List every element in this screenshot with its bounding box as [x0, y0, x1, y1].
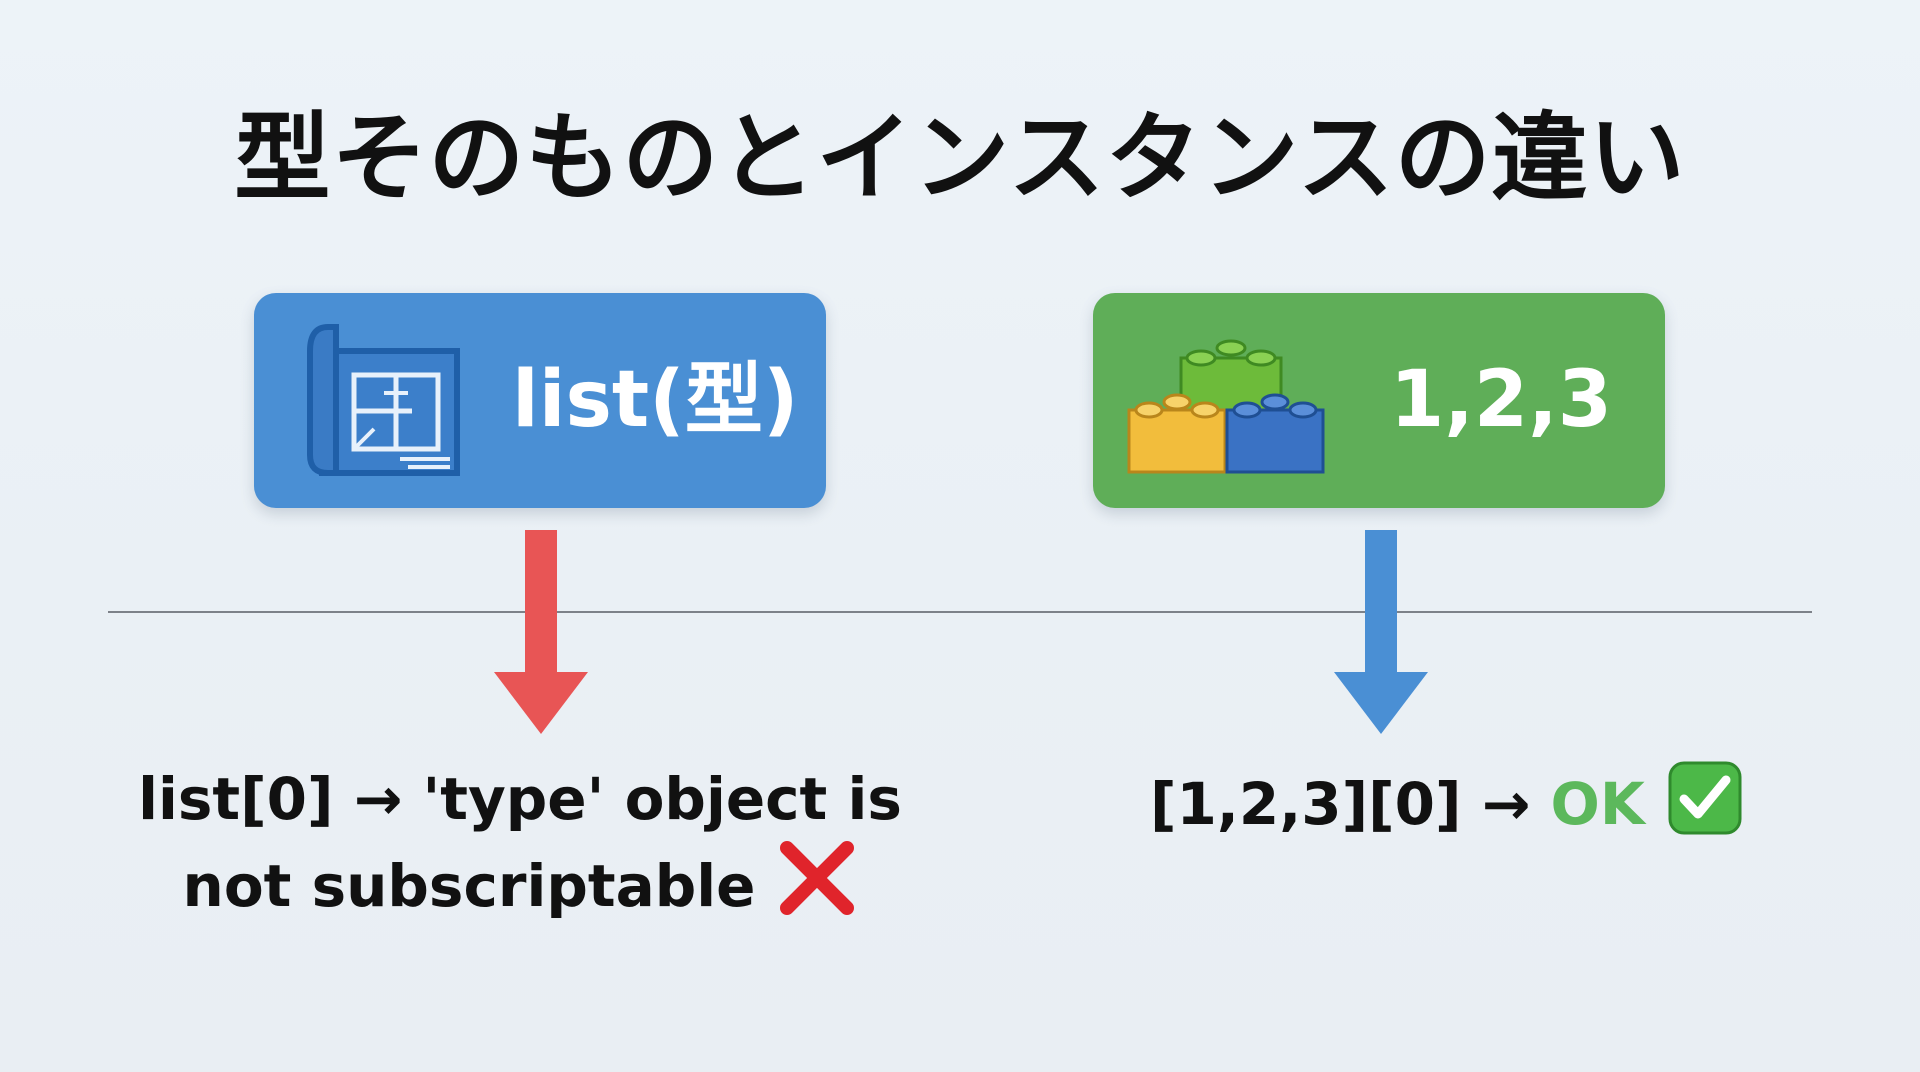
instance-box-label: 1,2,3 [1390, 355, 1613, 445]
type-box-label: list(型) [512, 355, 799, 445]
type-box: list(型) [254, 293, 826, 508]
instance-result-ok: OK [1550, 770, 1645, 838]
instance-result: [1,2,3][0] → OK [1150, 760, 1743, 855]
type-result-line2-row: not subscriptable [120, 838, 920, 937]
type-result: list[0] → 'type' object is not subscript… [120, 760, 920, 937]
cross-mark-icon [777, 838, 857, 937]
instance-result-code: [1,2,3][0] → [1150, 770, 1551, 838]
blueprint-icon [304, 323, 474, 487]
divider-line [108, 611, 1812, 613]
red-down-arrow-icon [491, 530, 591, 740]
page-title: 型そのものとインスタンスの違い [234, 102, 1686, 214]
lego-blocks-icon [1123, 318, 1333, 492]
type-result-line1: list[0] → 'type' object is [138, 765, 902, 833]
type-result-line2: not subscriptable [182, 852, 756, 920]
check-mark-icon [1667, 760, 1743, 855]
instance-box: 1,2,3 [1093, 293, 1665, 508]
blue-down-arrow-icon [1331, 530, 1431, 740]
